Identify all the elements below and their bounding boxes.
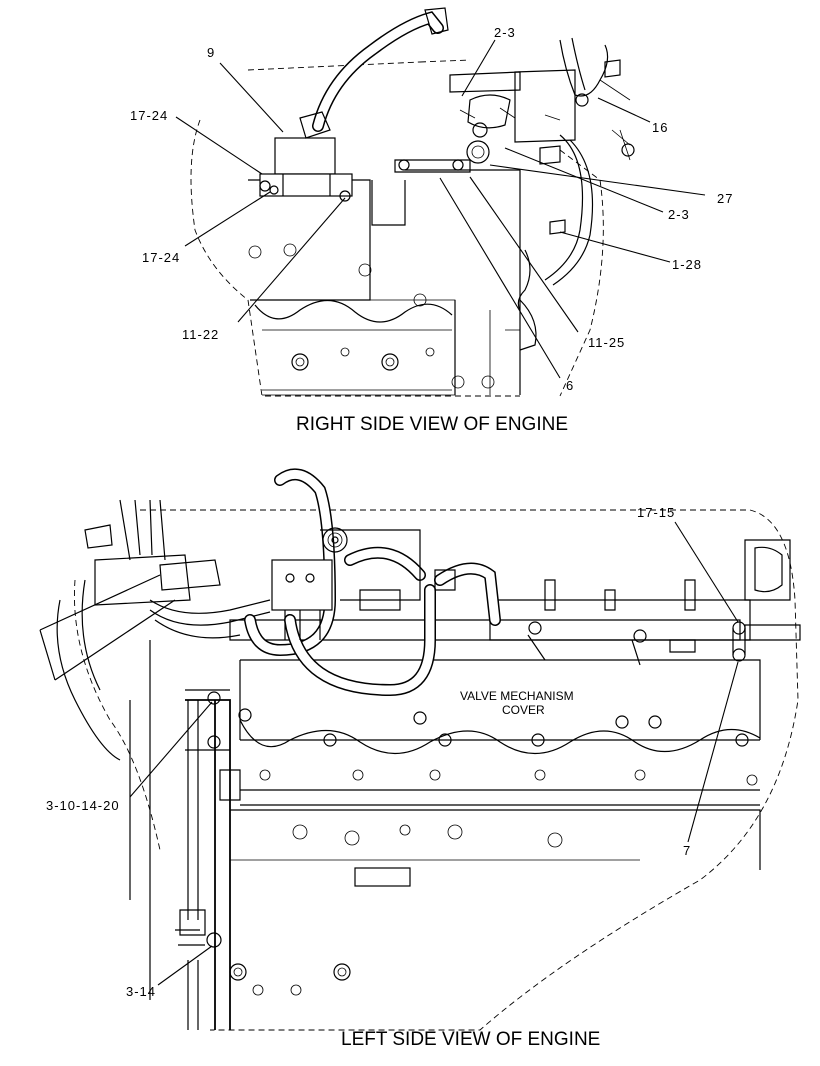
callout-17-15: 17-15: [637, 505, 675, 520]
callout-6: 6: [566, 378, 574, 393]
left-side-view: VALVE MECHANISM COVER 17-15 3-10-14-20 7…: [39, 468, 801, 1050]
callout-1-28: 1-28: [672, 257, 702, 272]
callout-2-3-right: 2-3: [668, 207, 690, 222]
callout-16: 16: [652, 120, 668, 135]
left-view-caption: LEFT SIDE VIEW OF ENGINE: [341, 1029, 600, 1050]
callout-2-3-top: 2-3: [494, 25, 516, 40]
valve-cover-label-line1: VALVE MECHANISM: [460, 689, 574, 703]
valve-cover-label-line2: COVER: [502, 703, 545, 717]
right-view-caption: RIGHT SIDE VIEW OF ENGINE: [296, 414, 568, 435]
callout-11-25: 11-25: [588, 335, 625, 350]
callout-27: 27: [717, 191, 733, 206]
callout-7: 7: [683, 843, 691, 858]
callout-11-22: 11-22: [182, 327, 219, 342]
callout-3-10-14-20: 3-10-14-20: [46, 798, 120, 813]
right-side-view: 9 2-3 17-24 16 27 2-3 17-24 1-28 11-22 1…: [130, 7, 733, 435]
callout-17-24-top: 17-24: [130, 108, 168, 123]
callout-3-14: 3-14: [126, 984, 156, 999]
callout-9: 9: [207, 45, 215, 60]
callout-17-24-bottom: 17-24: [142, 250, 180, 265]
cover-bolts: [229, 708, 758, 996]
